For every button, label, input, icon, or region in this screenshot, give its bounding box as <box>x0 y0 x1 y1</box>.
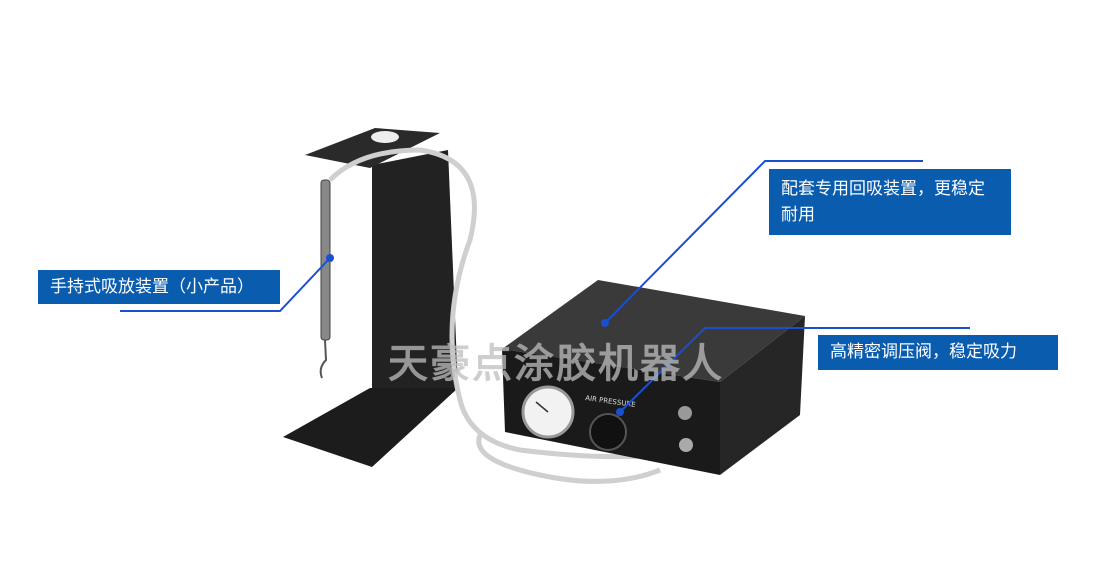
leader-lines <box>120 160 970 413</box>
toggle-switch[interactable] <box>678 406 692 420</box>
marker-dot <box>616 408 624 416</box>
callout-regulator: 高精密调压阀，稳定吸力 <box>818 335 1058 370</box>
stand-hole <box>371 131 399 143</box>
gauge-needle <box>535 401 549 413</box>
marker-dot <box>326 254 334 262</box>
controller-top <box>502 280 805 382</box>
air-tube-2 <box>476 434 661 484</box>
controller-front <box>502 349 720 475</box>
watermark: 天豪点涂胶机器人 <box>388 341 724 387</box>
marker-dot <box>601 319 609 327</box>
air-outlet <box>679 438 693 452</box>
stand-base <box>283 388 458 467</box>
callout-handheld: 手持式吸放装置（小产品） <box>38 270 280 304</box>
callout-suckback: 配套专用回吸装置，更稳定耐用 <box>769 169 1011 235</box>
regulator-knob[interactable] <box>589 413 627 451</box>
stand-top <box>305 128 440 168</box>
controller-side <box>720 316 805 475</box>
stand-upright <box>372 150 458 388</box>
pen-nozzle <box>319 339 328 379</box>
